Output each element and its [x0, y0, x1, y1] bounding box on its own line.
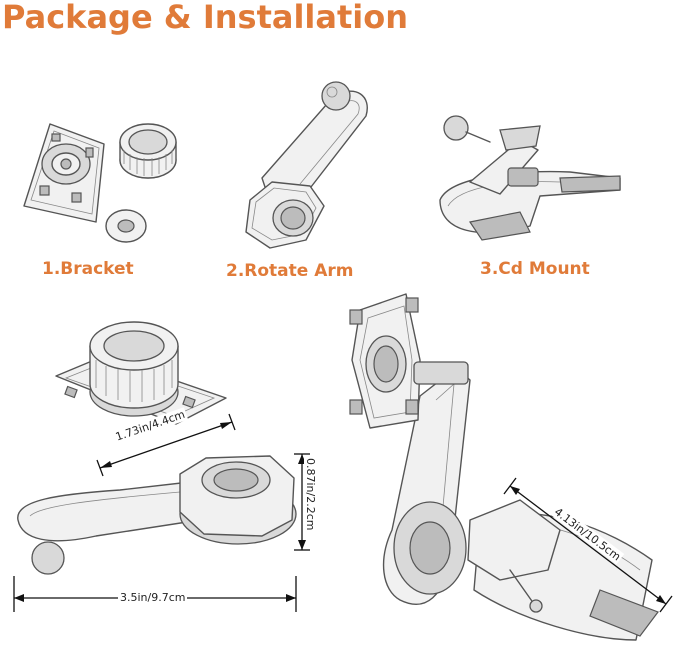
- locking-nut: [119, 123, 177, 179]
- item-caption-rotate-arm: 2.Rotate Arm: [226, 261, 354, 281]
- full-mount-assembly: [349, 293, 659, 641]
- bracket-plate: [23, 123, 105, 223]
- page-title: Package & Installation: [2, 0, 409, 36]
- cd-mount-small: [439, 115, 621, 241]
- rotate-arm: [245, 81, 368, 249]
- item-caption-bracket: 1.Bracket: [42, 259, 134, 279]
- washer: [105, 209, 147, 243]
- dimension-label-arm-height: 0.87in/2.2cm: [304, 456, 317, 533]
- item-caption-cd-mount: 3.Cd Mount: [480, 259, 590, 279]
- dimension-label-arm-length: 3.5in/9.7cm: [118, 591, 188, 604]
- rotate-arm-dimensioned: [17, 455, 297, 575]
- bracket-assembly: [55, 321, 227, 425]
